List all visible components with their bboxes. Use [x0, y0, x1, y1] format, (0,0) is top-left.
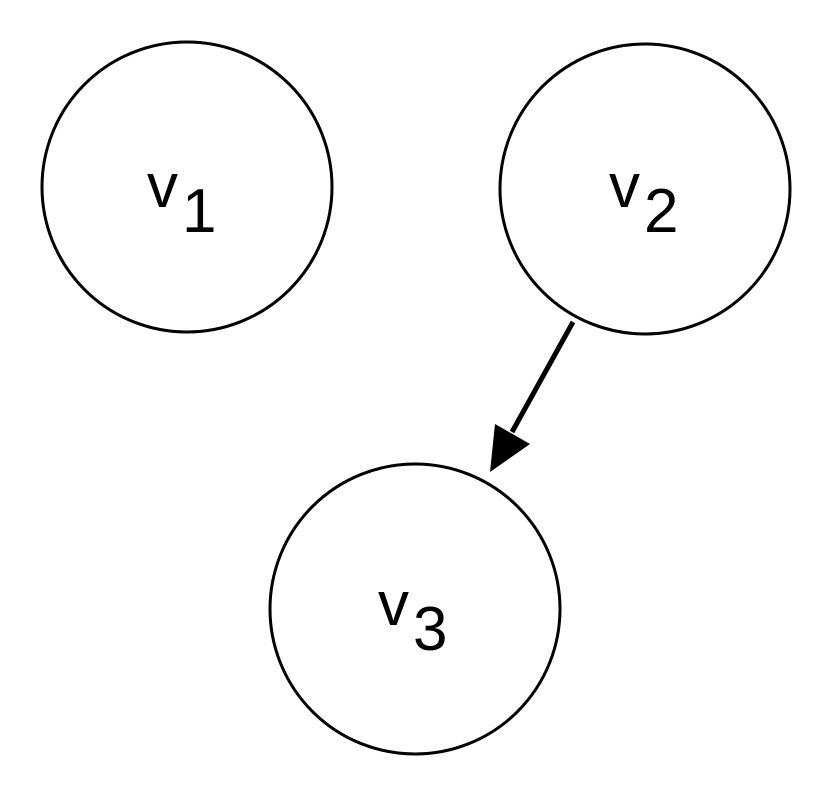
node-v2-circle: [498, 42, 792, 336]
edge-v2-v3: [490, 320, 576, 472]
node-v1-circle: [40, 40, 334, 334]
node-v3-label: v: [378, 570, 409, 639]
edge-v2-v3-line: [509, 320, 576, 434]
node-v3-subscript: 3: [413, 595, 447, 664]
edge-v2-v3-arrowhead: [490, 424, 530, 472]
node-v3-circle: [268, 462, 562, 756]
node-v1-label: v: [147, 152, 178, 221]
node-v2-label: v: [609, 152, 640, 221]
node-v1-subscript: 1: [182, 177, 216, 246]
node-v2: v 2: [498, 42, 792, 336]
node-v1: v 1: [40, 40, 334, 334]
node-v2-subscript: 2: [644, 177, 678, 246]
node-v3: v 3: [268, 462, 562, 756]
